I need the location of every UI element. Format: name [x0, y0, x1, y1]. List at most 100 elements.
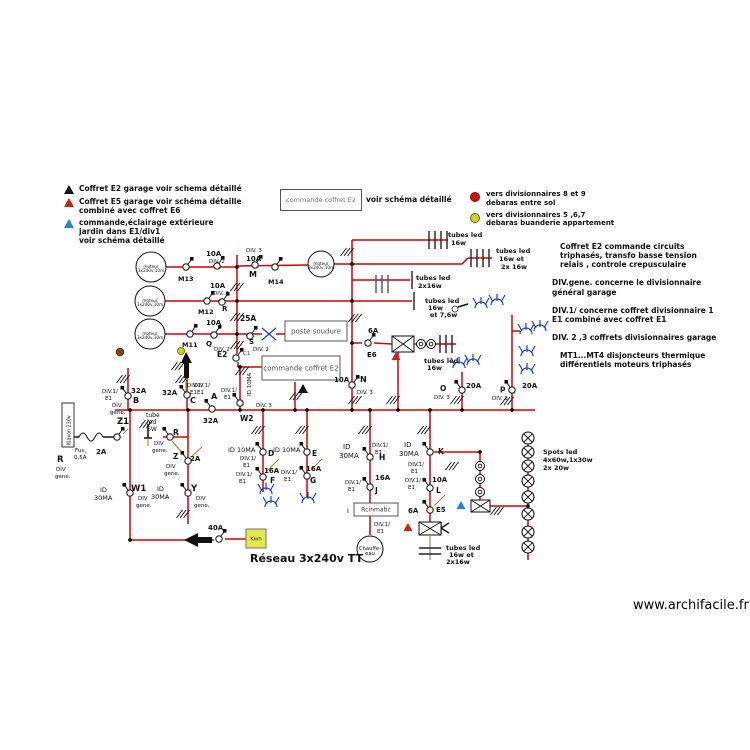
cable-mark-icon — [348, 313, 355, 323]
schematic-label: 20A — [466, 382, 482, 390]
schematic-label: DIV. 2 — [209, 259, 225, 265]
cable-mark-icon — [251, 425, 258, 435]
wall-light-icon — [257, 483, 275, 495]
cable-mark-icon — [500, 396, 507, 406]
junction-dot — [305, 408, 309, 412]
coil-icon — [477, 489, 483, 495]
breaker-switch — [124, 392, 132, 400]
breaker-terminal — [299, 442, 304, 446]
breaker-terminal — [232, 393, 237, 397]
wall-light-icon — [531, 320, 549, 332]
breaker-terminal — [258, 255, 263, 259]
note-line: différentiels moteurs triphasés — [560, 360, 692, 370]
cable-mark-icon — [302, 425, 309, 435]
cable-mark-icon — [175, 374, 182, 384]
cable-mark-icon — [183, 509, 190, 519]
triangle-marker-icon — [403, 523, 413, 532]
cable-mark-icon — [351, 313, 359, 323]
breaker-switch — [184, 457, 192, 465]
schematic-label: C — [190, 396, 196, 405]
schematic-label: E1 — [197, 390, 204, 396]
schematic-label: gene. — [110, 410, 126, 416]
schematic-label: B — [133, 396, 139, 405]
schematic-label: tubes led — [416, 274, 451, 282]
schematic-label: 30MA — [94, 494, 113, 502]
schematic-label: DIV. 2 — [214, 347, 230, 353]
schematic-label: DIV.1/ — [236, 472, 252, 478]
cable-mark-icon — [238, 366, 246, 376]
schematic-label: 40A — [208, 524, 224, 532]
transformer-cross — [418, 521, 442, 536]
triangle-marker-icon — [391, 352, 401, 361]
breaker-switch — [246, 332, 254, 340]
schematic-label: C1 — [243, 351, 250, 357]
junction-dot — [350, 341, 354, 345]
breaker-switch — [303, 472, 311, 480]
breaker-switch — [113, 433, 121, 441]
marker-dot-icon — [451, 305, 459, 313]
schematic-label: J — [374, 486, 378, 495]
breaker-terminal — [422, 478, 427, 482]
breaker-switch — [366, 453, 374, 461]
schematic-label: DIV. 3 — [434, 395, 450, 401]
breaker-terminal — [189, 257, 194, 261]
schematic-label: DIV.1/ — [187, 383, 203, 389]
junction-dot — [261, 408, 265, 412]
schematic-label: p — [500, 384, 506, 393]
schematic-label: 2x 16w — [501, 263, 527, 271]
schematic-label: DIV — [56, 467, 66, 473]
coil-icon — [475, 461, 485, 471]
breaker-terminal — [239, 348, 244, 352]
watermark-text: www.archifacile.fr — [633, 598, 749, 613]
note-line: général garage — [552, 287, 617, 297]
breaker-switch — [182, 263, 190, 271]
component-box-label: commande coffret E2 — [263, 365, 338, 373]
breaker-terminal — [422, 442, 427, 446]
motor-label: moteur — [143, 264, 159, 269]
cable-mark-icon — [361, 425, 369, 435]
schematic-label: DIV. 3 — [492, 396, 508, 402]
schematic-label: DIV. 3 — [246, 248, 262, 254]
breaker-switch — [364, 339, 372, 347]
breaker-terminal — [355, 375, 360, 379]
red-triangle-icon — [64, 198, 74, 207]
breaker-switch — [213, 262, 221, 270]
cable-mark-icon — [386, 395, 393, 405]
cable-mark-icon — [507, 396, 514, 406]
component-box — [245, 528, 267, 549]
schematic-label: DIV. 2 — [253, 347, 269, 353]
schematic-label: tubes led — [424, 357, 459, 365]
note-line: triphasés, transfo basse tension — [560, 251, 697, 261]
schematic-label: Z1 — [117, 417, 129, 427]
cable-mark-icon — [233, 340, 241, 350]
schematic-label: M12 — [198, 308, 214, 316]
junction-dot — [128, 408, 132, 412]
breaker-switch — [426, 506, 434, 514]
schematic-label: 6W — [147, 426, 157, 433]
legend-item-e5: Coffret E5 garage voir schéma détaille c… — [64, 197, 294, 215]
schematic-label: ID — [404, 441, 411, 449]
note-line: DIV.1/ concerne coffret divisionnaire 1 — [552, 305, 714, 315]
schematic-label: 10A — [206, 319, 222, 327]
junction-dot — [510, 408, 514, 412]
schematic-label: 16A — [264, 467, 280, 475]
junction-dot — [478, 450, 482, 454]
schematic-label: 32A — [203, 417, 219, 425]
schematic-label: ID — [343, 443, 350, 451]
schematic-label: gene. — [152, 448, 168, 454]
breaker-terminal — [371, 333, 376, 337]
schematic-label: gene. — [136, 503, 152, 509]
schematic-label: DIV.1/ — [405, 478, 421, 484]
component-box-label: poste soudure — [291, 328, 341, 336]
schematic-label: O — [440, 384, 446, 393]
breaker-terminal — [454, 380, 459, 384]
cable-mark-icon — [123, 374, 130, 384]
lamp-cross — [523, 447, 533, 457]
schematic-label: N — [360, 375, 367, 384]
schematic-label: 10A — [334, 376, 350, 384]
note-line: Coffret E2 commande circuits — [560, 242, 685, 251]
schematic-label: gene. — [194, 503, 210, 509]
schematic-label: D — [268, 449, 274, 458]
legend-line: voir schéma détaillé — [79, 236, 165, 245]
cable-mark-icon — [365, 425, 372, 435]
